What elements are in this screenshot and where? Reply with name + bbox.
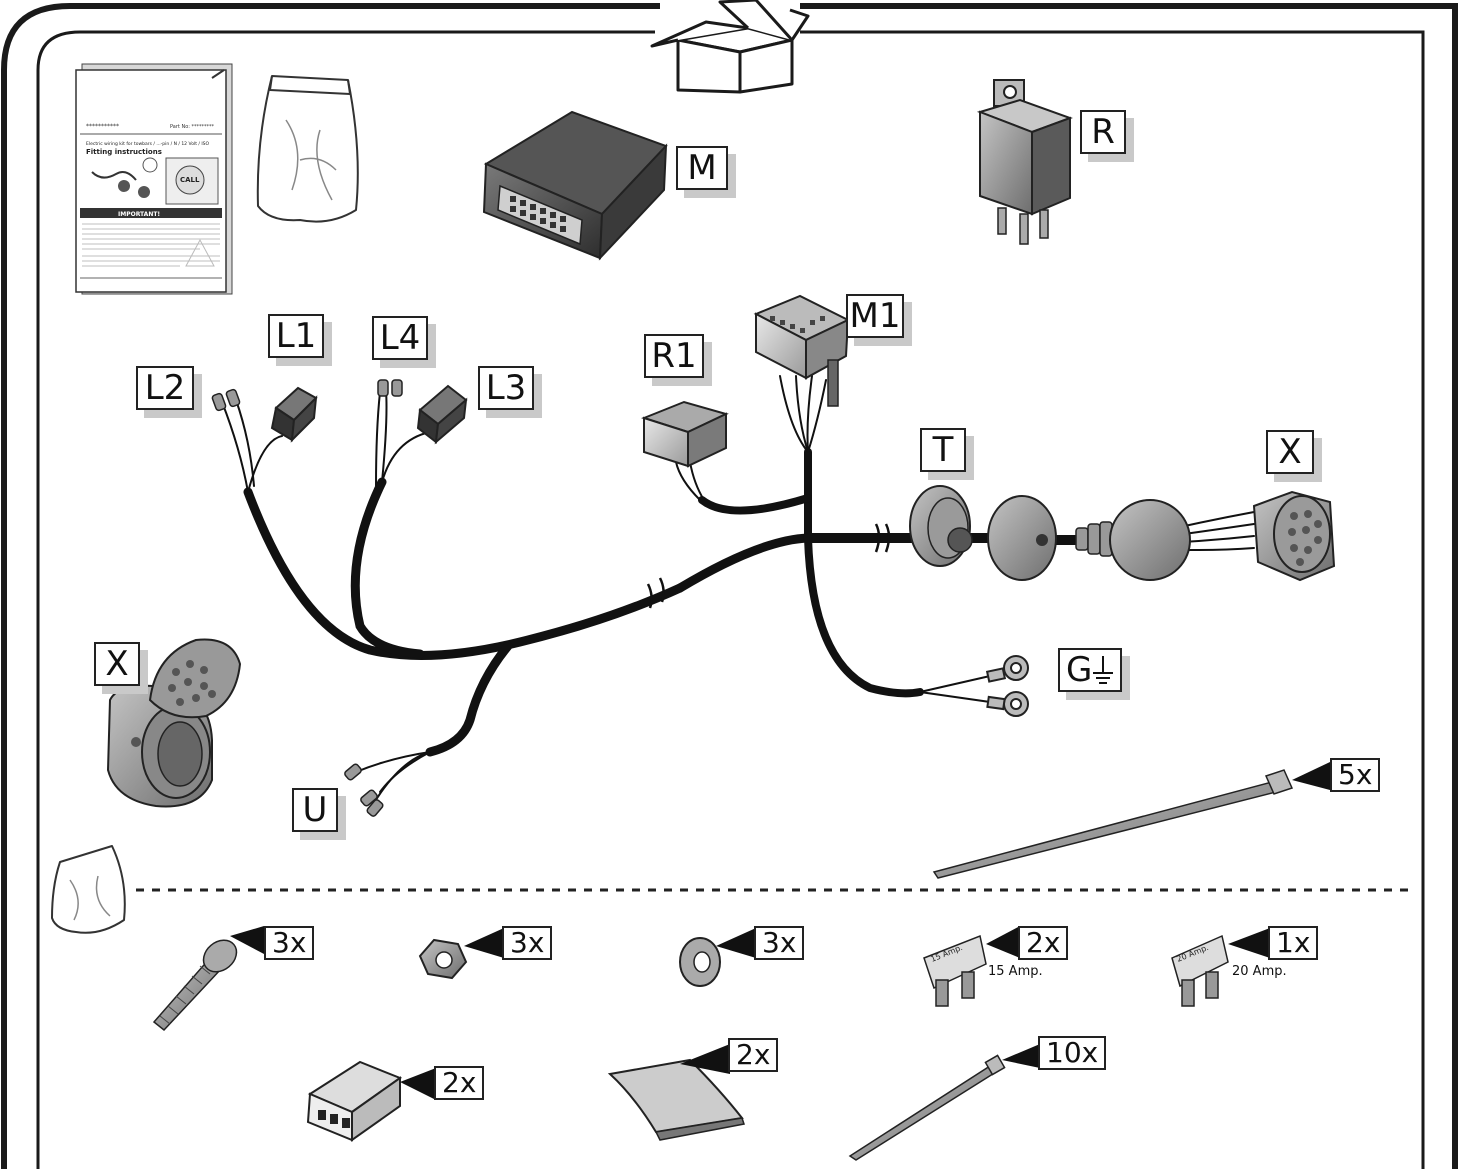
cable-tie-small [848, 1044, 1040, 1161]
fuse-20-amp: 20 Amp. [1171, 928, 1270, 1007]
small-parts-bag-icon [51, 845, 126, 934]
label-m1: M1 [846, 294, 912, 346]
ground-symbol-icon [1093, 656, 1113, 684]
qty-washer: 3x [754, 926, 805, 960]
caption-fuse-20: 20 Amp. [1232, 964, 1287, 979]
manual-call-badge: CALL [180, 176, 200, 184]
qty-fuse-15: 2x [1018, 926, 1069, 960]
label-l4: L4 [372, 316, 436, 368]
label-g-ground: G [1058, 648, 1130, 700]
washer-part [679, 928, 756, 987]
qty-fuse-20: 1x [1268, 926, 1319, 960]
manual-title-line2: Fitting instructions [86, 148, 162, 156]
manual-warning: IMPORTANT! [118, 211, 160, 218]
wire-terminals [211, 379, 403, 817]
manual-header-left: *********** [86, 123, 119, 130]
adhesive-pad-part [607, 1044, 745, 1141]
ground-eyelets [985, 655, 1029, 717]
connector-l1 [270, 386, 318, 443]
label-l1: L1 [268, 314, 332, 366]
cable-break-marks [646, 523, 891, 609]
label-g-text: G [1066, 650, 1093, 690]
screw-part [152, 926, 264, 1032]
nut-part [418, 928, 504, 980]
label-t: T [920, 428, 974, 480]
qty-connector-plug: 2x [434, 1066, 485, 1100]
outer-frame [1, 3, 1458, 1169]
label-x-right: X [1266, 430, 1322, 482]
qty-nut: 3x [502, 926, 553, 960]
connector-plug-part [306, 1060, 436, 1142]
box-icon [650, 0, 810, 94]
control-module-m [482, 110, 668, 261]
relay-r [976, 79, 1073, 245]
label-m: M [676, 146, 736, 198]
label-r: R [1080, 110, 1134, 162]
fitting-instructions-manual: *********** Part No: ********* Electric … [75, 63, 233, 295]
label-x-left: X [94, 642, 148, 694]
grommet-t [909, 485, 973, 567]
label-r1: R1 [644, 334, 712, 386]
cable-tie-large [932, 762, 1330, 879]
connector-m1 [753, 294, 851, 407]
plastic-bag-icon [256, 75, 359, 223]
plug-x-right [1252, 490, 1336, 582]
manual-part-no: Part No: ********* [170, 124, 215, 130]
caption-fuse-15: 15 Amp. [988, 964, 1043, 979]
grommet-plate [987, 495, 1057, 581]
label-l2: L2 [136, 366, 202, 418]
qty-adhesive-pad: 2x [728, 1038, 779, 1072]
cover-plate [1109, 499, 1191, 581]
socket-x-left [106, 638, 242, 808]
relay-r1 [641, 400, 729, 468]
connector-l3 [416, 384, 468, 445]
qty-screw: 3x [264, 926, 315, 960]
qty-cable-tie-small: 10x [1038, 1036, 1107, 1070]
wiring-harness [221, 375, 1255, 807]
manual-title-line1: Electric wiring kit for towbars / ...-pi… [86, 141, 210, 147]
label-l3: L3 [478, 366, 542, 418]
label-u: U [292, 788, 346, 840]
qty-cable-tie-large: 5x [1330, 758, 1381, 792]
